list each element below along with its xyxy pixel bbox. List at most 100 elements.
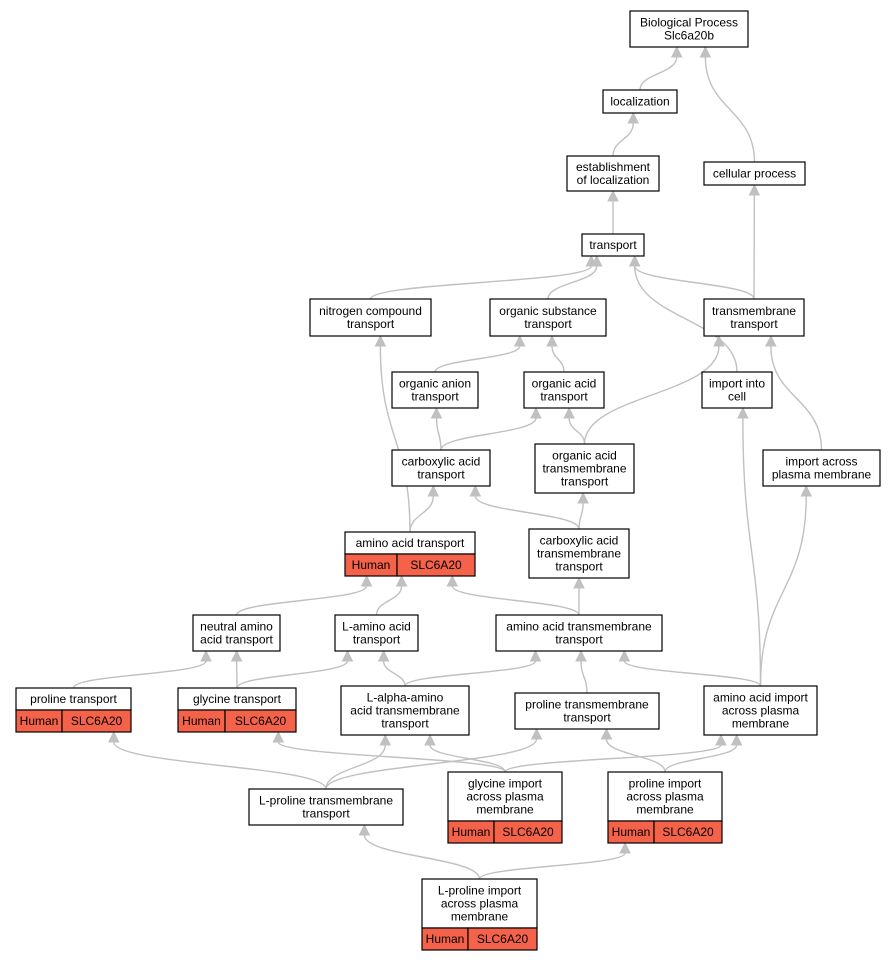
term-label-line: membrane [451, 910, 509, 924]
arrow-head [577, 491, 589, 504]
edge-line [634, 265, 738, 373]
arrow-head [107, 730, 120, 743]
gene-cell[interactable] [653, 820, 723, 844]
arrow-head [341, 649, 354, 662]
term-label-line: transport [302, 807, 350, 821]
term-label-line: glycine import [468, 777, 543, 791]
edge-protm-to-aatm [575, 649, 588, 694]
gene-cell[interactable] [224, 709, 297, 733]
edge-line [583, 345, 720, 445]
term-label-line: transport [540, 390, 588, 404]
edge-aatransport-to-carboxylic [409, 484, 440, 533]
edge-localization-to-bp [639, 45, 683, 91]
gene-label: SLC6A20 [662, 825, 714, 839]
term-label-line: transport [730, 317, 778, 331]
gene-cell[interactable] [467, 927, 538, 951]
arrow-head [230, 649, 243, 662]
edge-orgacid-to-orgsub [546, 334, 565, 373]
gene-cell[interactable] [61, 709, 132, 733]
go-term-localization[interactable]: localization [602, 89, 678, 114]
edge-line [664, 744, 738, 773]
gene-label: SLC6A20 [502, 825, 554, 839]
edges-layer [72, 45, 823, 880]
gene-label: SLC6A20 [410, 558, 462, 572]
arrow-head [713, 334, 725, 347]
term-label-line: amino acid transport [356, 536, 465, 550]
term-label-line: proline transmembrane [525, 698, 649, 712]
edge-lprotm-to-protm [325, 727, 543, 790]
edge-line [580, 660, 588, 694]
edge-tmtransport-to-cellular [748, 183, 761, 300]
go-term-transport[interactable]: transport [581, 233, 645, 257]
term-label-line: membrane [636, 803, 694, 817]
arrow-head [563, 406, 575, 419]
arrow-head [600, 727, 613, 740]
edge-cellular-to-bp [699, 45, 756, 163]
term-label-line: amino acid transmembrane [506, 620, 652, 634]
term-label-line: carboxylic acid [402, 455, 481, 469]
term-box [703, 161, 806, 186]
term-label-line: transport [417, 468, 465, 482]
edge-estab-to-localization [612, 111, 640, 157]
edge-orgacidtm-to-orgacid [563, 406, 586, 445]
term-label-line: organic acid [532, 377, 597, 391]
edge-line [639, 56, 678, 91]
arrow-head [575, 649, 587, 662]
arrow-head [737, 406, 749, 419]
gene-label: SLC6A20 [235, 714, 287, 728]
species-label: Human [20, 714, 59, 728]
arrow-head [748, 183, 761, 196]
gene-cell[interactable] [396, 553, 476, 577]
term-label-line: transport [561, 475, 609, 489]
term-label-line: transport [353, 633, 401, 647]
edge-lprotm-to-proline [107, 730, 327, 790]
term-box [489, 298, 607, 337]
term-box [607, 771, 723, 822]
term-box [391, 449, 491, 487]
edge-glyimport-to-lalpha [424, 733, 506, 773]
arrow-head [530, 727, 543, 740]
edge-carbtm-to-orgacidtm [577, 491, 589, 530]
gene-cell[interactable] [493, 820, 563, 844]
species-label: Human [612, 825, 651, 839]
edge-carbtm-to-carboxylic [469, 484, 580, 530]
arrow-head [513, 334, 526, 347]
edge-orgsub-to-transport [547, 254, 603, 300]
term-box [629, 10, 749, 48]
term-label-line: across plasma [441, 897, 519, 911]
gene-label: SLC6A20 [477, 932, 529, 946]
term-label-line: L-amino acid [342, 620, 411, 634]
edge-lalpha-to-aatm [404, 649, 542, 687]
term-box [495, 614, 663, 652]
go-term-cellular[interactable]: cellular process [703, 161, 806, 186]
arrow-head [590, 254, 603, 267]
term-label-line: organic acid [552, 449, 617, 463]
term-box [340, 685, 470, 736]
term-box [528, 528, 630, 579]
